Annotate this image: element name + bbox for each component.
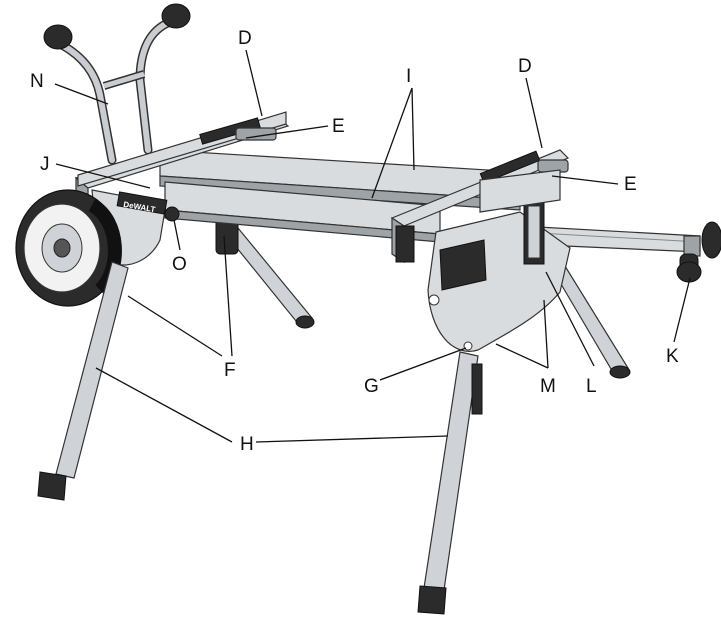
transport-handle — [43, 3, 191, 165]
mount-foot-right — [395, 225, 415, 263]
callout-o: O — [172, 254, 187, 275]
callout-e-left: E — [332, 116, 345, 137]
rear-legs — [215, 217, 631, 379]
mount-clamp-right — [537, 159, 569, 173]
callout-i: I — [406, 66, 411, 87]
handle-grip-right — [161, 3, 191, 29]
right-end-plate — [427, 169, 571, 352]
plate-label — [439, 239, 487, 291]
callout-k: K — [666, 346, 679, 367]
callout-g: G — [364, 376, 379, 397]
callout-n: N — [30, 71, 44, 92]
leader-lines — [54, 49, 691, 443]
leg-lock-knob — [164, 206, 180, 222]
foot-left — [37, 471, 67, 501]
callout-f: F — [224, 360, 236, 381]
callout-e-right: E — [624, 174, 637, 195]
callout-d-right: D — [518, 56, 532, 77]
callout-j: J — [40, 154, 50, 175]
front-legs — [37, 261, 483, 615]
callout-d-left: D — [238, 28, 252, 49]
left-mount-bracket — [74, 111, 290, 220]
callout-labels: N D I D E E J O F H G M L K — [30, 28, 679, 455]
foot-right — [417, 585, 447, 615]
callout-l: L — [586, 376, 597, 397]
callout-h: H — [240, 434, 254, 455]
handle-grip-left — [43, 24, 73, 50]
callout-m: M — [540, 376, 556, 397]
